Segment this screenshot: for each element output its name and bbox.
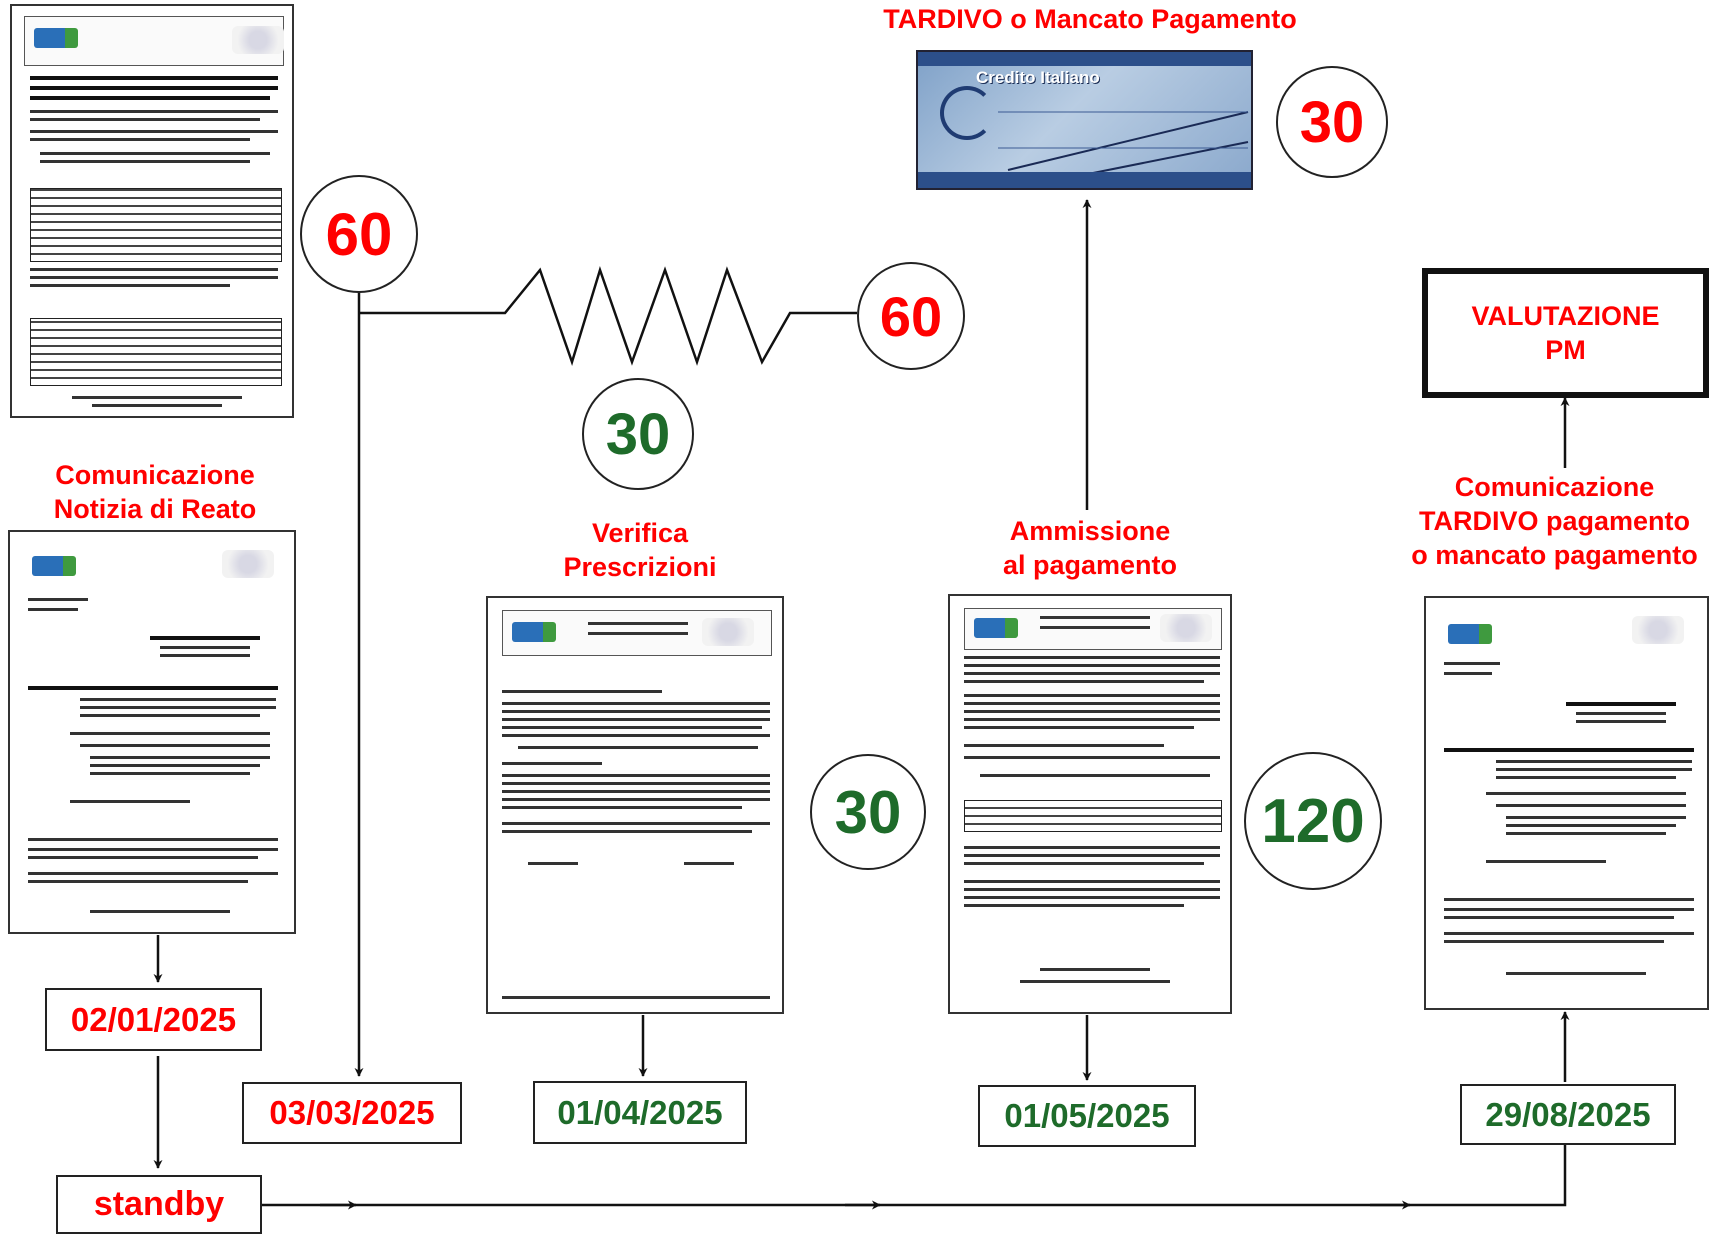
date-box-29-08-2025: 29/08/2025 (1460, 1084, 1676, 1145)
document-ammissione-pagamento (948, 594, 1232, 1014)
spring-connector (359, 265, 857, 367)
date-box-03-03-2025: 03/03/2025 (242, 1082, 462, 1144)
label-verifica-prescrizioni: Verifica Prescrizioni (563, 518, 717, 582)
document-notizia-reato (8, 530, 296, 934)
cheque-lines (998, 111, 1249, 188)
label-ammissione-pagamento: Ammissione al pagamento (1002, 516, 1178, 580)
cheque-bank-name: Credito Italiano (976, 68, 1100, 87)
date-box-02-01-2025: 02/01/2025 (45, 988, 262, 1051)
document-decreto (10, 4, 294, 418)
label-tardivo-mancato-pagamento: TARDIVO o Mancato Pagamento (883, 4, 1297, 34)
circle-30-cheque: 30 (1276, 66, 1388, 178)
label-comunicazione-notizia-reato: Comunicazione Notizia di Reato (53, 460, 257, 524)
valutazione-pm-box: VALUTAZIONE PM (1422, 268, 1709, 398)
circle-60-right: 60 (857, 262, 965, 370)
date-box-01-04-2025: 01/04/2025 (533, 1081, 747, 1144)
label-comunicazione-tardivo: Comunicazione TARDIVO pagamento o mancat… (1411, 472, 1698, 570)
document-verifica-prescrizioni (486, 596, 784, 1014)
date-box-01-05-2025: 01/05/2025 (978, 1085, 1196, 1147)
circle-60-left: 60 (300, 175, 418, 293)
circle-120: 120 (1244, 752, 1382, 890)
circle-30-spring: 30 (582, 378, 694, 490)
standby-box: standby (56, 1175, 262, 1234)
bank-emblem-icon (940, 86, 994, 140)
document-comunicazione-tardivo (1424, 596, 1709, 1010)
standby-timeline (262, 1130, 1567, 1207)
circle-30-verifica: 30 (810, 754, 926, 870)
cheque-image: Credito Italiano (916, 50, 1253, 190)
